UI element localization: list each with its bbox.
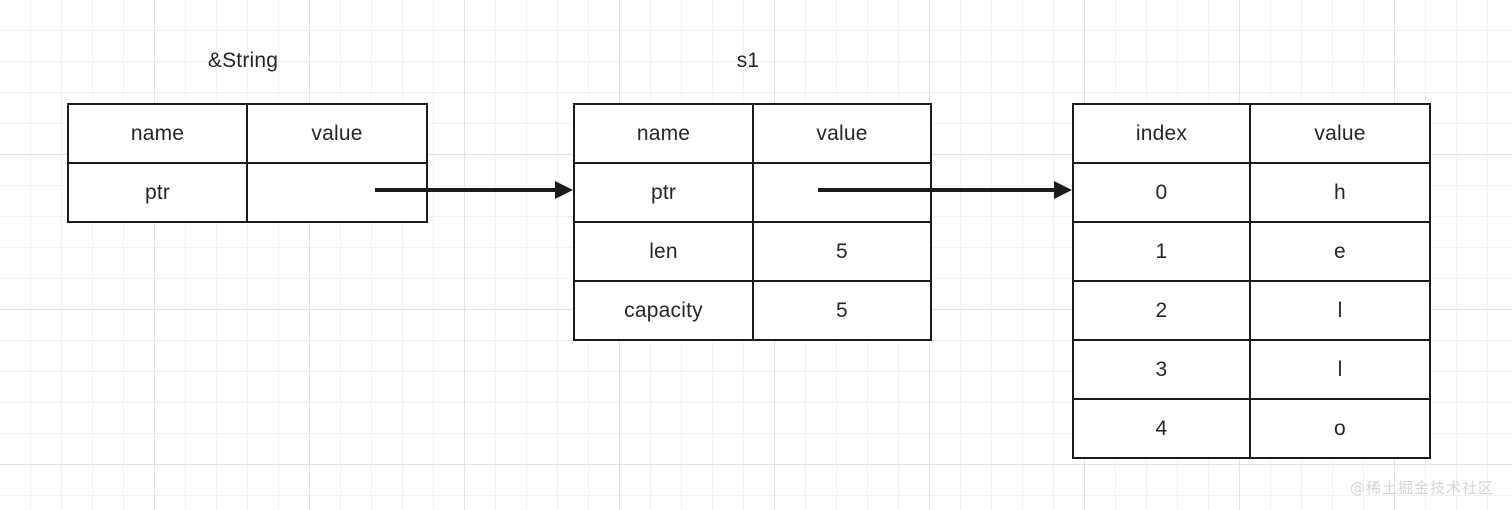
watermark: @稀土掘金技术社区 — [1349, 479, 1494, 497]
table-row: name value — [67, 103, 428, 164]
string-table-cell-len-name: len — [573, 221, 754, 282]
table-row: ptr — [573, 162, 932, 223]
table-row: 1 e — [1072, 221, 1431, 282]
table-row: len 5 — [573, 221, 932, 282]
arrow-shaft — [375, 188, 555, 192]
string-table-cell-len-value: 5 — [752, 221, 932, 282]
ref-table-header-value: value — [246, 103, 428, 164]
table-row: index value — [1072, 103, 1431, 164]
string-table-header-name: name — [573, 103, 754, 164]
ref-table-cell-ptr-name: ptr — [67, 162, 248, 223]
string-table-cell-ptr-value — [752, 162, 932, 223]
ref-table: name value ptr — [67, 103, 428, 223]
buffer-table-cell-value-3: l — [1249, 339, 1431, 400]
buffer-table-cell-value-4: o — [1249, 398, 1431, 459]
string-to-buffer-arrow — [818, 180, 1072, 200]
string-table-cell-capacity-value: 5 — [752, 280, 932, 341]
buffer-table: index value 0 h 1 e 2 l 3 l 4 o — [1072, 103, 1431, 459]
ref-table-cell-ptr-value — [246, 162, 428, 223]
arrow-shaft — [818, 188, 1054, 192]
string-table-header-value: value — [752, 103, 932, 164]
table-row: name value — [573, 103, 932, 164]
string-table: name value ptr len 5 capacity 5 — [573, 103, 932, 341]
string-table-cell-capacity-name: capacity — [573, 280, 754, 341]
table-row: capacity 5 — [573, 280, 932, 341]
buffer-table-cell-index-0: 0 — [1072, 162, 1251, 223]
buffer-table-cell-index-1: 1 — [1072, 221, 1251, 282]
buffer-table-cell-value-0: h — [1249, 162, 1431, 223]
arrow-head-icon — [1054, 181, 1072, 199]
buffer-table-cell-index-3: 3 — [1072, 339, 1251, 400]
buffer-table-cell-index-4: 4 — [1072, 398, 1251, 459]
string-table-title: s1 — [736, 49, 760, 72]
buffer-table-header-value: value — [1249, 103, 1431, 164]
string-table-cell-ptr-name: ptr — [573, 162, 754, 223]
buffer-table-cell-value-2: l — [1249, 280, 1431, 341]
arrow-head-icon — [555, 181, 573, 199]
buffer-table-header-index: index — [1072, 103, 1251, 164]
table-row: 0 h — [1072, 162, 1431, 223]
table-row: 3 l — [1072, 339, 1431, 400]
buffer-table-cell-value-1: e — [1249, 221, 1431, 282]
ref-table-title: &String — [207, 49, 279, 72]
ref-table-header-name: name — [67, 103, 248, 164]
table-row: ptr — [67, 162, 428, 223]
ref-to-string-arrow — [375, 180, 573, 200]
buffer-table-cell-index-2: 2 — [1072, 280, 1251, 341]
table-row: 4 o — [1072, 398, 1431, 459]
table-row: 2 l — [1072, 280, 1431, 341]
